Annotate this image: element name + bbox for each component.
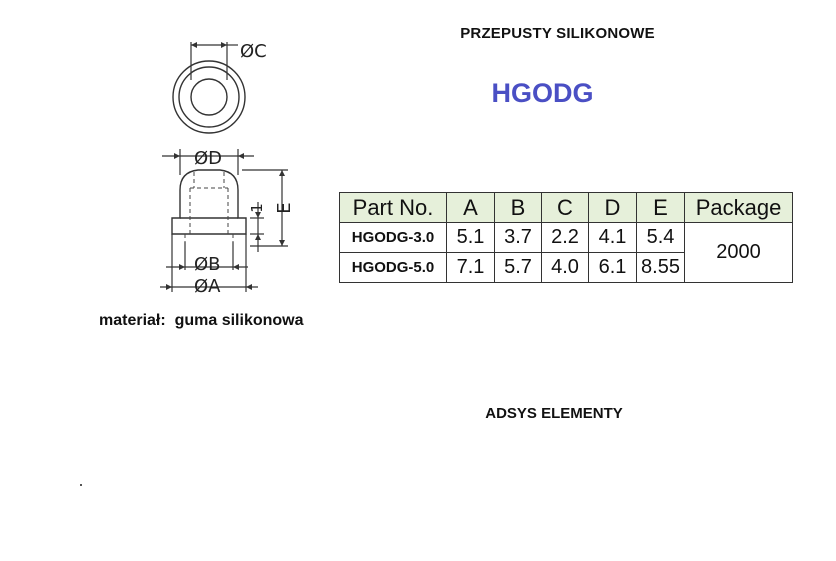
product-code: HGODG — [491, 78, 594, 108]
dim-a — [160, 234, 258, 292]
part-number-cell: HGODG-5.0 — [339, 252, 447, 283]
label-a: ØA — [194, 276, 221, 297]
side-view — [171, 169, 247, 235]
part-number-cell: HGODG-3.0 — [339, 222, 447, 253]
table-row: HGODG-5.0 7.1 5.7 4.0 6.1 8.55 — [339, 252, 793, 283]
value-cell: 8.55 — [636, 252, 685, 283]
value-cell: 5.1 — [446, 222, 495, 253]
header-part-no: Part No. — [339, 192, 447, 223]
package-cell: 2000 — [684, 222, 793, 283]
label-b: ØB — [194, 254, 221, 275]
header-e: E — [636, 192, 685, 223]
dim-1 — [250, 202, 264, 252]
technical-drawing: ØC ØD E 1 — [160, 41, 295, 297]
value-cell: 2.2 — [541, 222, 589, 253]
label-e: E — [274, 202, 295, 213]
spec-table: Part No. A B C D E Package HGODG-3.0 5.1… — [339, 192, 793, 283]
header-a: A — [446, 192, 495, 223]
hidden-lines — [184, 172, 234, 242]
value-cell: 4.0 — [541, 252, 589, 283]
dim-e — [242, 169, 288, 247]
value-cell: 4.1 — [588, 222, 637, 253]
label-c: ØC — [240, 41, 267, 62]
table-header-row: Part No. A B C D E Package — [339, 192, 793, 223]
stray-dot — [80, 484, 82, 486]
footer-company: ADSYS ELEMENTY — [485, 405, 623, 422]
value-cell: 6.1 — [588, 252, 637, 283]
value-cell: 7.1 — [446, 252, 495, 283]
header-d: D — [588, 192, 637, 223]
page-heading: PRZEPUSTY SILIKONOWE — [460, 25, 655, 42]
value-cell: 3.7 — [494, 222, 542, 253]
label-d: ØD — [194, 148, 222, 169]
material-note: materiał: guma silikonowa — [99, 312, 304, 329]
value-cell: 5.7 — [494, 252, 542, 283]
label-one: 1 — [248, 203, 266, 213]
table-row: HGODG-3.0 5.1 3.7 2.2 4.1 5.4 2000 — [339, 222, 793, 283]
header-b: B — [494, 192, 542, 223]
header-c: C — [541, 192, 589, 223]
top-view — [172, 60, 246, 134]
value-cell: 5.4 — [636, 222, 685, 253]
header-package: Package — [684, 192, 793, 223]
